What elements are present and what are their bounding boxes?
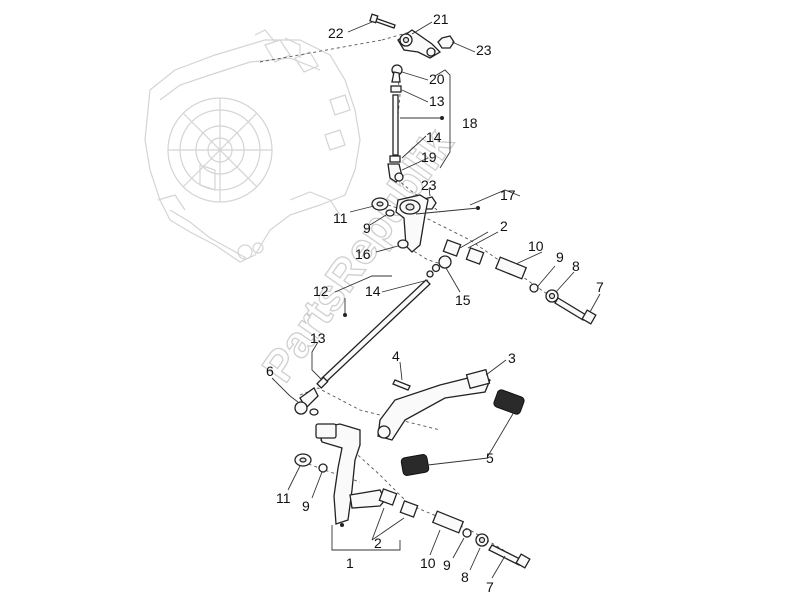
callout-9-top: 9 — [363, 220, 371, 236]
callout-19: 19 — [421, 149, 437, 165]
callout-13-top: 13 — [429, 93, 445, 109]
callout-2-top: 2 — [500, 218, 508, 234]
ball-joint-20 — [391, 64, 403, 83]
callout-18: 18 — [462, 115, 478, 131]
callout-labels: 22 21 23 20 13 18 14 19 23 17 11 9 2 10 … — [266, 11, 604, 595]
group-dots — [340, 116, 480, 527]
callout-9-lower-right: 9 — [443, 557, 451, 573]
callout-4: 4 — [392, 348, 400, 364]
callout-2-lower: 2 — [374, 535, 382, 551]
nut-13-lower — [316, 376, 329, 389]
callout-5: 5 — [486, 450, 494, 466]
callout-7-top: 7 — [596, 279, 604, 295]
ball-joint-6 — [294, 387, 319, 415]
callout-10-top: 10 — [528, 238, 544, 254]
washer-8-lower — [475, 533, 489, 547]
screw-4 — [392, 379, 411, 391]
washer-9-upper — [385, 209, 395, 217]
washer-16 — [397, 239, 409, 249]
callout-14-mid: 14 — [365, 283, 381, 299]
callout-9-lower: 9 — [302, 498, 310, 514]
callout-15: 15 — [455, 292, 471, 308]
washer-9-lower — [318, 463, 328, 473]
callout-12: 12 — [313, 283, 329, 299]
bushing-2-lower — [378, 488, 419, 518]
callout-16: 16 — [355, 246, 371, 262]
pedal-lever-1 — [315, 423, 386, 525]
rubber-peg-5-upper — [493, 389, 525, 415]
ball-joint-19 — [387, 163, 404, 183]
leader-lines — [271, 21, 601, 579]
lever-21 — [397, 29, 442, 59]
callout-8-top: 8 — [572, 258, 580, 274]
callout-9-top-right: 9 — [556, 249, 564, 265]
nut-13-top — [390, 85, 402, 93]
callout-23-mid: 23 — [421, 177, 437, 193]
lever-17 — [395, 194, 429, 253]
callout-22: 22 — [328, 25, 344, 41]
nut-23-top — [437, 35, 455, 49]
rubber-peg-5-lower — [400, 454, 430, 476]
callout-11-lower: 11 — [276, 490, 291, 506]
callout-10-lower: 10 — [420, 555, 436, 571]
pin-10-lower — [431, 510, 465, 534]
gear-lever-3 — [377, 368, 491, 441]
callout-21: 21 — [433, 11, 449, 27]
callout-1: 1 — [346, 555, 354, 571]
washer-8-upper — [545, 289, 559, 303]
callout-17: 17 — [500, 187, 516, 203]
callout-20: 20 — [429, 71, 445, 87]
washer-9-upper-right — [529, 283, 539, 293]
bolt-7-lower — [488, 544, 531, 569]
rod-18 — [392, 94, 399, 156]
pin-10-upper — [494, 256, 528, 280]
bolt-7-upper — [554, 297, 597, 325]
washer-9-lower-right — [462, 528, 472, 538]
engine-casing-outline — [144, 29, 361, 263]
callout-13-lower: 13 — [310, 330, 326, 346]
callout-8-lower: 8 — [461, 569, 469, 585]
callout-3: 3 — [508, 350, 516, 366]
ball-joint-15 — [426, 255, 452, 278]
nut-14-top — [389, 155, 401, 163]
bushing-2-upper — [442, 239, 485, 265]
screw-22 — [369, 13, 396, 29]
callout-14-top: 14 — [426, 129, 442, 145]
callout-11-top: 11 — [333, 210, 348, 226]
washer-11-upper — [371, 197, 389, 211]
washer-11-lower — [294, 453, 312, 467]
callout-7-lower: 7 — [486, 579, 494, 595]
callout-6: 6 — [266, 363, 274, 379]
nut-9-link — [309, 408, 319, 416]
callout-23-top: 23 — [476, 42, 492, 58]
